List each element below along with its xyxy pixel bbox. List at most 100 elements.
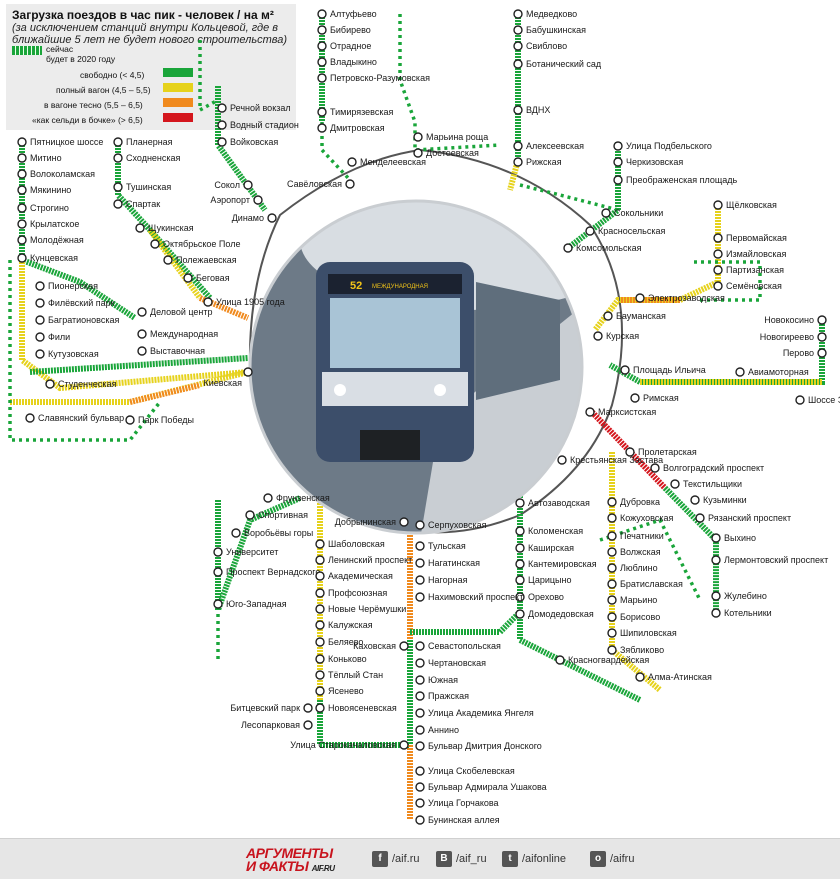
station-dot-kolomenskaya[interactable] [515, 526, 525, 536]
station-dot-gorchakova[interactable] [415, 798, 425, 808]
station-dot-prazhskaya[interactable] [415, 691, 425, 701]
station-dot-alekseevskaya[interactable] [513, 141, 523, 151]
station-dot-cherkizovskaya[interactable] [613, 157, 623, 167]
station-dot-donskogo[interactable] [415, 741, 425, 751]
station-dot-skobelevskaya[interactable] [415, 766, 425, 776]
station-dot-spartak[interactable] [113, 199, 123, 209]
station-dot-sevastopolskaya[interactable] [415, 641, 425, 651]
station-dot-belyaevo[interactable] [315, 637, 325, 647]
station-dot-delovoy[interactable] [137, 307, 147, 317]
station-dot-izmaylovskaya[interactable] [713, 249, 723, 259]
station-dot-shchelkovskaya[interactable] [713, 200, 723, 210]
station-dot-pionerskaya[interactable] [35, 281, 45, 291]
vk-link[interactable]: В /aif_ru [436, 851, 487, 867]
station-dot-serpukhovskaya[interactable] [415, 520, 425, 530]
station-dot-teply_stan[interactable] [315, 670, 325, 680]
station-dot-kievskaya[interactable] [243, 367, 253, 377]
station-dot-mendeleevskaya[interactable] [347, 157, 357, 167]
station-dot-krylatskoe[interactable] [17, 219, 27, 229]
station-dot-skhodnenskaya[interactable] [113, 153, 123, 163]
station-dot-pyatnitskoe[interactable] [17, 137, 27, 147]
station-dot-sviblovo[interactable] [513, 41, 523, 51]
station-dot-kutuzovskaya[interactable] [35, 349, 45, 359]
twitter-link[interactable]: t /aifonline [502, 851, 566, 867]
station-dot-zyablikovo[interactable] [607, 645, 617, 655]
station-dot-marksistskaya[interactable] [585, 407, 595, 417]
station-dot-annino[interactable] [415, 725, 425, 735]
station-dot-novogireevo[interactable] [817, 332, 827, 342]
station-dot-lermontovsky[interactable] [711, 555, 721, 565]
station-dot-yuzhnaya[interactable] [415, 675, 425, 685]
station-dot-kozhukhovskaya[interactable] [607, 513, 617, 523]
station-dot-vorobyovy[interactable] [231, 528, 241, 538]
station-dot-savelovskaya[interactable] [345, 179, 355, 189]
station-dot-lesoparkovaya[interactable] [303, 720, 313, 730]
station-dot-volgogradsky[interactable] [650, 463, 660, 473]
station-dot-bibirevo[interactable] [317, 25, 327, 35]
station-dot-tsaritsyno[interactable] [515, 575, 525, 585]
station-dot-nagatinskaya[interactable] [415, 558, 425, 568]
station-dot-voykovskaya[interactable] [217, 137, 227, 147]
station-dot-domodedovskaya[interactable] [515, 609, 525, 619]
station-dot-tekstilshchiki[interactable] [670, 479, 680, 489]
station-dot-pervomayskaya[interactable] [713, 233, 723, 243]
station-dot-molodezhnaya[interactable] [17, 235, 27, 245]
station-dot-dostoevskaya[interactable] [413, 148, 423, 158]
station-dot-kuntsevskaya[interactable] [17, 253, 27, 263]
station-dot-dinamo[interactable] [267, 213, 277, 223]
station-dot-shipilovskaya[interactable] [607, 628, 617, 638]
station-dot-vdnh[interactable] [513, 105, 523, 115]
station-dot-filevsky[interactable] [35, 298, 45, 308]
station-dot-planernaya[interactable] [113, 137, 123, 147]
station-dot-frunzenskaya[interactable] [263, 493, 273, 503]
station-dot-sokol[interactable] [243, 180, 253, 190]
station-dot-partizanskaya[interactable] [713, 265, 723, 275]
station-dot-tushinskaya[interactable] [113, 182, 123, 192]
station-dot-volzhskaya[interactable] [607, 547, 617, 557]
station-dot-babushkinskaya[interactable] [513, 25, 523, 35]
station-dot-polezhaevskaya[interactable] [163, 255, 173, 265]
station-dot-maryino[interactable] [607, 595, 617, 605]
station-dot-lyublino[interactable] [607, 563, 617, 573]
station-dot-kantemirovskaya[interactable] [515, 559, 525, 569]
station-dot-bratislavskaya[interactable] [607, 579, 617, 589]
station-dot-kashirskaya[interactable] [515, 543, 525, 553]
station-dot-elektrozavodskaya[interactable] [635, 293, 645, 303]
station-dot-yasenevo[interactable] [315, 686, 325, 696]
station-dot-kotelniki[interactable] [711, 608, 721, 618]
station-dot-novokosino[interactable] [817, 315, 827, 325]
station-dot-petrovsko[interactable] [317, 73, 327, 83]
odnoklassniki-link[interactable]: о /aifru [590, 851, 634, 867]
station-dot-botanicheskiy[interactable] [513, 59, 523, 69]
station-dot-timiryazevskaya[interactable] [317, 107, 327, 117]
station-dot-buninskaya[interactable] [415, 815, 425, 825]
station-dot-konkovo[interactable] [315, 654, 325, 664]
station-dot-otradnoe[interactable] [317, 41, 327, 51]
station-dot-rechnoy[interactable] [217, 103, 227, 113]
station-dot-shabolovskaya[interactable] [315, 539, 325, 549]
station-dot-strogino[interactable] [17, 203, 27, 213]
station-dot-orekhovo[interactable] [515, 592, 525, 602]
station-dot-proletarskaya[interactable] [625, 447, 635, 457]
station-dot-kaluzhskaya[interactable] [315, 620, 325, 630]
station-dot-semenovskaya[interactable] [713, 281, 723, 291]
station-dot-yugo_zapadnaya[interactable] [213, 599, 223, 609]
station-dot-kuzminki[interactable] [690, 495, 700, 505]
station-dot-kurskaya[interactable] [593, 331, 603, 341]
station-dot-ulitsa1905[interactable] [203, 297, 213, 307]
aif-logo[interactable]: АРГУМЕНТЫ И ФАКТЫ AIF.RU [246, 846, 335, 875]
station-dot-studencheskaya[interactable] [45, 379, 55, 389]
station-dot-slavyansky[interactable] [25, 413, 35, 423]
station-dot-universitet[interactable] [213, 547, 223, 557]
station-dot-vodny[interactable] [217, 120, 227, 130]
station-dot-prospekt_vernadskogo[interactable] [213, 567, 223, 577]
station-dot-starokachalovskaya[interactable] [399, 740, 409, 750]
station-dot-leninsky[interactable] [315, 555, 325, 565]
station-dot-preobrazhenskaya[interactable] [613, 175, 623, 185]
station-dot-komsomolskaya[interactable] [563, 243, 573, 253]
station-dot-nakhimovsky[interactable] [415, 592, 425, 602]
station-dot-maryina[interactable] [413, 132, 423, 142]
station-dot-dubrovka[interactable] [607, 497, 617, 507]
station-dot-volokolamskaya[interactable] [17, 169, 27, 179]
station-dot-akademicheskaya[interactable] [315, 571, 325, 581]
